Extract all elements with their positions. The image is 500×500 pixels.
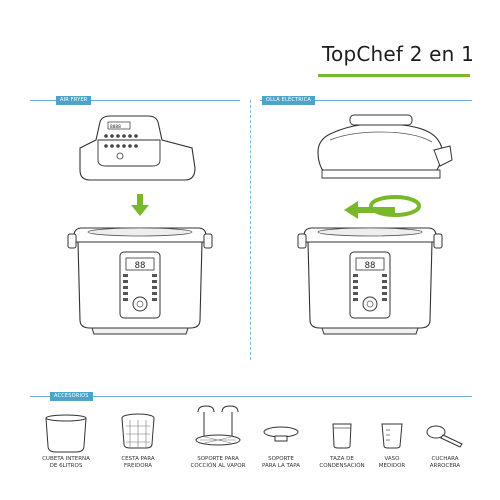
accessory-label-line: PARA LA TAPA	[262, 463, 300, 469]
accessories-tag: ACCESORIOS	[50, 392, 93, 401]
accessory-label-condensation-cup: TAZA DE CONDENSACIÓN	[307, 456, 377, 470]
accessory-measuring-cup-icon	[381, 423, 403, 449]
accessory-label-line: COCCIÓN AL VAPOR	[190, 463, 246, 469]
accessory-steam-rack-icon	[195, 405, 241, 446]
pressure-cooker-section-line	[260, 100, 472, 101]
accessory-label-line: ARROCERA	[429, 463, 461, 469]
svg-text:8888: 8888	[110, 124, 121, 130]
accessory-label-line: VASO	[384, 456, 400, 462]
pressure-cooker-tag: OLLA ELÉCTRICA	[262, 96, 315, 105]
rotate-arrow-icon	[344, 195, 421, 219]
title-underline	[318, 74, 470, 77]
accessory-label-rice-spoon: CUCHARA ARROCERA	[410, 456, 480, 470]
section-divider	[250, 100, 251, 360]
accessory-label-line: SOPORTE	[268, 456, 294, 462]
pressure-lid-illustration	[317, 114, 453, 179]
down-arrow-icon	[131, 194, 149, 216]
accessory-label-line: FREIDORA	[123, 463, 152, 469]
accessory-label-inner-pot: CUBETA INTERNA DE 6LITROS	[31, 456, 101, 470]
air-fryer-section-line	[30, 100, 240, 101]
accessory-label-line: SOPORTE PARA	[197, 456, 239, 462]
accessory-label-line: MEDIDOR	[378, 463, 406, 469]
accessories-section-line	[30, 396, 472, 397]
accessory-label-measuring-cup: VASO MEDIDOR	[357, 456, 427, 470]
accessory-label-line: CESTA PARA	[121, 456, 155, 462]
accessory-fryer-basket-icon	[121, 413, 155, 449]
air-fryer-cooker-illustration	[67, 227, 213, 335]
pressure-cooker-illustration	[297, 227, 443, 335]
accessory-label-fryer-basket: CESTA PARA FREIDORA	[103, 456, 173, 470]
accessory-lid-holder-icon	[263, 426, 299, 442]
accessory-label-line: CUBETA INTERNA	[42, 456, 90, 462]
accessory-label-line: CUCHARA	[431, 456, 459, 462]
accessory-label-lid-holder: SOPORTE PARA LA TAPA	[246, 456, 316, 470]
accessory-label-line: CONDENSACIÓN	[319, 463, 365, 469]
accessory-label-line: TAZA DE	[330, 456, 354, 462]
accessory-rice-spoon-icon	[426, 425, 463, 448]
accessory-inner-pot-icon	[45, 414, 87, 453]
accessory-label-steam-rack: SOPORTE PARA COCCIÓN AL VAPOR	[183, 456, 253, 470]
page-title: TopChef 2 en 1	[322, 42, 475, 66]
accessory-label-line: DE 6LITROS	[49, 463, 83, 469]
accessory-condensation-cup-icon	[332, 423, 352, 449]
air-fryer-tag: AIR FRYER	[56, 96, 92, 105]
air-fryer-lid-illustration: 8888	[79, 115, 196, 181]
